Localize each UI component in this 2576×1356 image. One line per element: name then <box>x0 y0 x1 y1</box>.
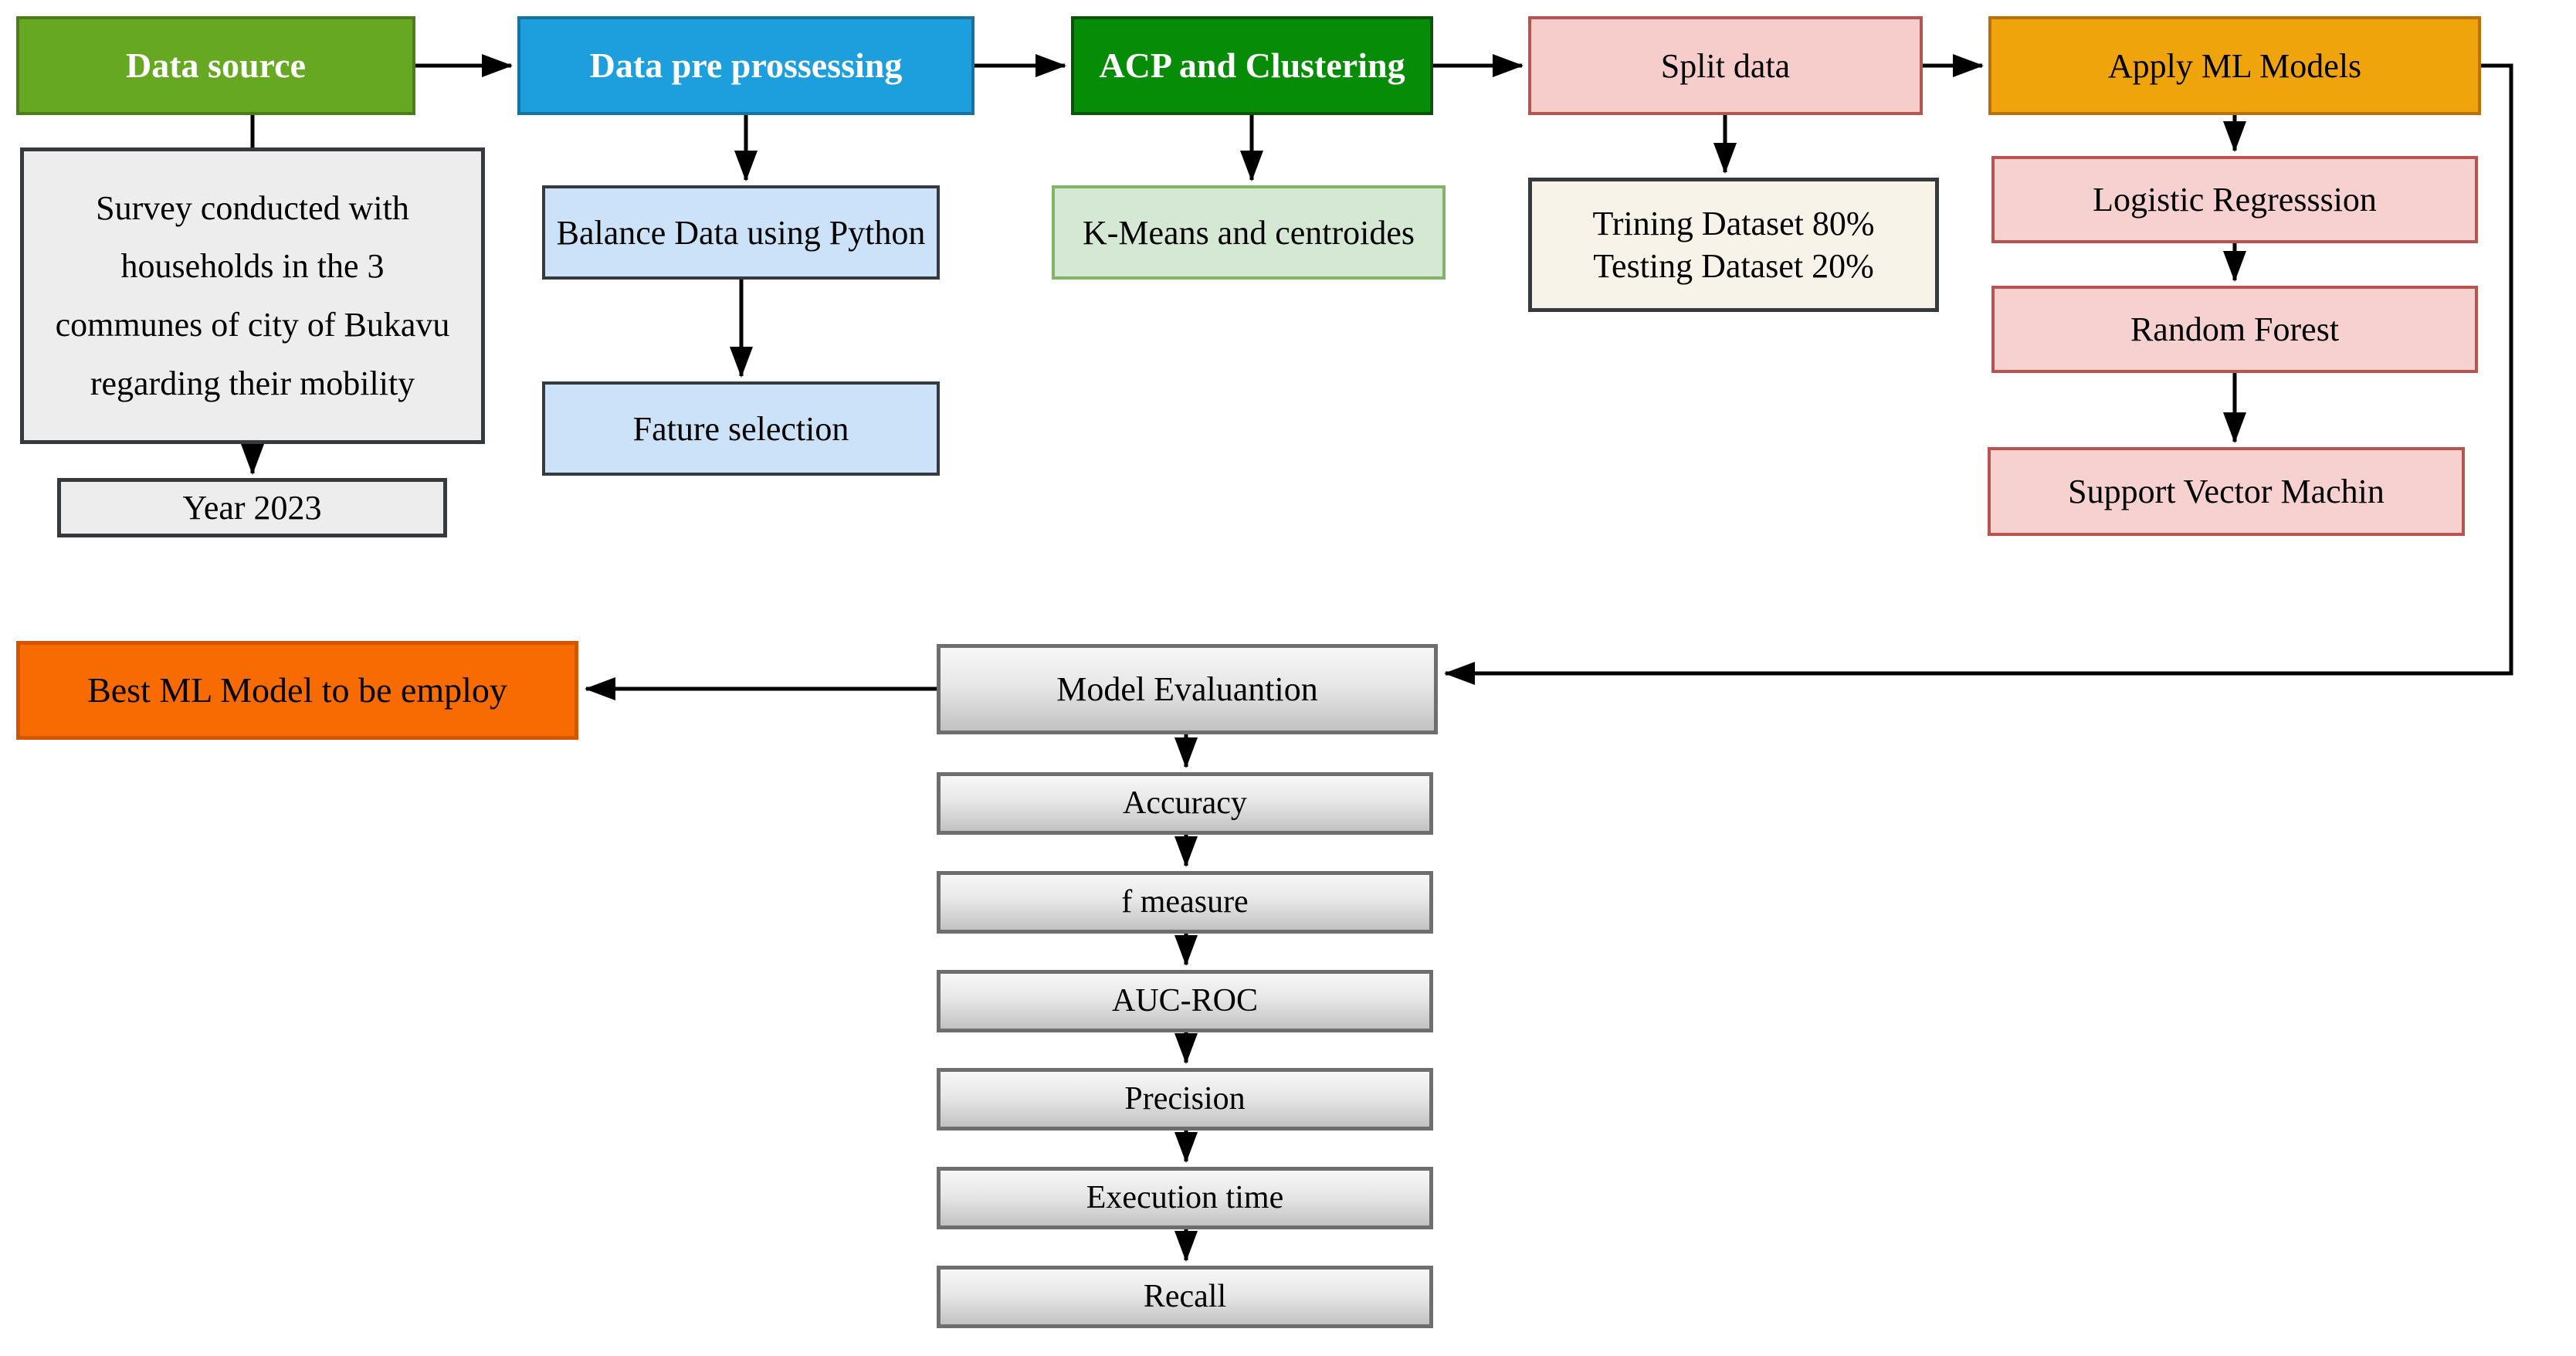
node-data-source: Data source <box>16 16 415 115</box>
node-data-pre-processing: Data pre prossessing <box>517 16 974 115</box>
node-apply-ml-models: Apply ML Models <box>1988 16 2481 115</box>
node-support-vector-machine: Support Vector Machin <box>1988 447 2465 536</box>
node-f-measure: f measure <box>937 871 1433 934</box>
node-kmeans: K-Means and centroides <box>1052 185 1446 280</box>
node-logistic-regression: Logistic Regresssion <box>1991 156 2478 243</box>
node-survey-description: Survey conducted with households in the … <box>20 147 485 444</box>
node-random-forest: Random Forest <box>1991 286 2478 373</box>
node-execution-time: Execution time <box>937 1167 1433 1229</box>
node-precision: Precision <box>937 1068 1433 1131</box>
node-recall: Recall <box>937 1266 1433 1328</box>
node-feature-selection: Fature selection <box>542 381 940 476</box>
node-dataset-split: Trining Dataset 80% Testing Dataset 20% <box>1528 178 1939 312</box>
node-auc-roc: AUC-ROC <box>937 970 1433 1032</box>
node-model-evaluation: Model Evaluantion <box>937 644 1438 734</box>
node-best-ml-model: Best ML Model to be employ <box>16 641 578 740</box>
dataset-training-line: Trining Dataset 80% <box>1592 205 1875 242</box>
node-accuracy: Accuracy <box>937 772 1433 835</box>
dataset-testing-line: Testing Dataset 20% <box>1593 247 1874 285</box>
node-year: Year 2023 <box>57 478 447 537</box>
node-balance-data: Balance Data using Python <box>542 185 940 280</box>
node-acp-clustering: ACP and Clustering <box>1071 16 1433 115</box>
node-split-data: Split data <box>1528 16 1923 115</box>
